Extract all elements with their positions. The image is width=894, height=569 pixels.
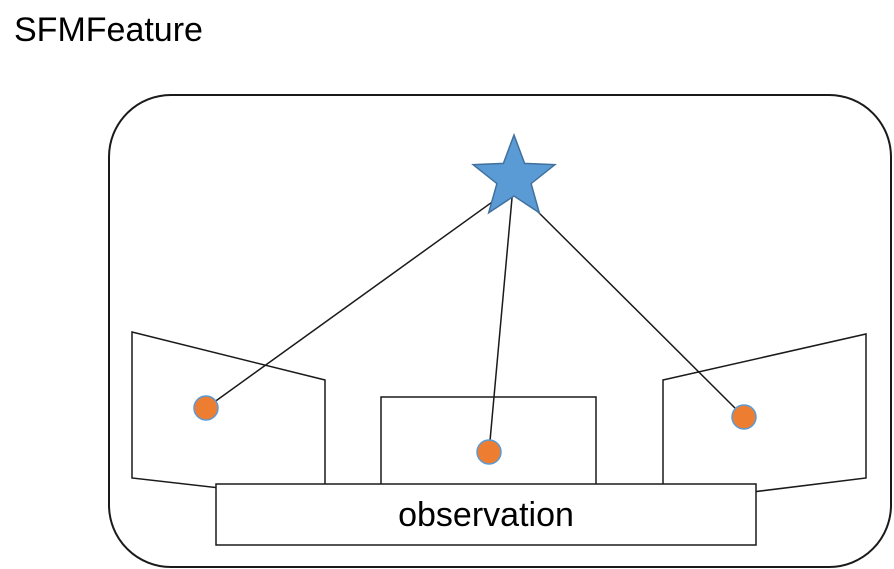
diagram-title: SFMFeature — [14, 11, 203, 49]
star-icon — [471, 132, 557, 215]
observation-point-right — [731, 404, 757, 430]
observation-point-center — [476, 439, 502, 465]
projection-line-right — [512, 186, 745, 418]
projection-line-center — [488, 186, 514, 453]
left-camera-frame — [131, 331, 326, 501]
projection-line-left — [205, 186, 514, 409]
observation-box — [215, 483, 757, 546]
sfm-feature-container — [108, 94, 892, 568]
observation-label: observation — [398, 496, 574, 534]
right-camera-frame — [662, 333, 867, 504]
observation-point-left — [193, 395, 219, 421]
